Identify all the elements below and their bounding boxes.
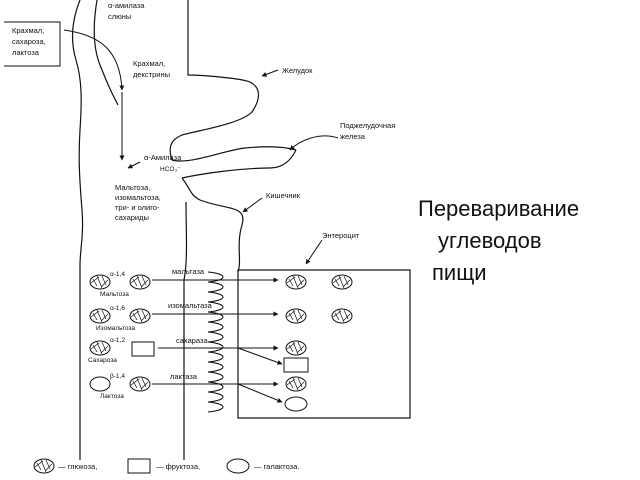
intestine-wall: [181, 177, 244, 273]
legend-fructose-icon: [127, 458, 151, 474]
maltose-bond: α-1,4: [110, 271, 125, 278]
legend-fructose: — фруктоза,: [156, 462, 200, 471]
enterocyte-pointer: [305, 239, 323, 265]
input-brace: [4, 21, 61, 67]
products-line-3: три- и олиго-: [115, 203, 160, 212]
salivary-amylase-line-2: слюны: [108, 12, 131, 21]
maltose-name: Мальтоза: [100, 291, 129, 298]
legend: — глюкоза, — фруктоза, — галактоза.: [33, 458, 299, 474]
legend-glucose: — глюкоза,: [58, 462, 97, 471]
pancreatic-amylase: α-Амилаза: [144, 153, 182, 162]
lactose-row: β-1,4 Лактоза лактаза: [89, 372, 308, 412]
isomaltose-row: α-1,6 Изомальтоза изомальтаза: [89, 301, 353, 332]
starch-line-2: декстрины: [133, 70, 170, 79]
sucrose-name: Сахароза: [88, 357, 117, 364]
isomaltose-name: Изомальтоза: [96, 325, 135, 332]
intestine-label: Кишечник: [266, 191, 301, 200]
input-box: Крахмал, сахароза, лактоза: [4, 21, 61, 67]
pancreas-line-2: железа: [340, 132, 366, 141]
isomaltose-bond: α-1,6: [110, 305, 125, 312]
sucrose-bond: α-1,2: [110, 337, 125, 344]
starch-line-1: Крахмал,: [133, 59, 165, 68]
legend-glucose-icon: [33, 458, 55, 474]
lactose-name: Лактоза: [100, 393, 124, 400]
legend-galactose: — галактоза.: [254, 462, 299, 471]
products-line-2: изомальтоза,: [115, 193, 161, 202]
sucrose-fructose: [131, 341, 155, 357]
sucrase-arrow-fructose: [237, 347, 283, 365]
pancreas-pointer: [289, 135, 339, 151]
intestine-lower-wall: [183, 201, 188, 460]
enterocyte-box: [237, 269, 411, 419]
pancreas-wall: [171, 146, 297, 179]
tract-right-wall: [93, 0, 119, 106]
brush-border: [207, 271, 224, 413]
arrow-to-products: [127, 161, 141, 169]
lactose-galactose: [89, 376, 111, 392]
arrow-input: [63, 29, 125, 91]
input-box-line-3: лактоза: [12, 48, 40, 57]
salivary-amylase-line-1: α-амилаза: [108, 1, 145, 10]
digestive-tract: [71, 0, 297, 460]
title-line-2: углеводов: [438, 228, 542, 253]
isomaltase-label: изомальтаза: [168, 301, 213, 310]
maltase-label: мальтаза: [172, 267, 205, 276]
lactose-bond: β-1,4: [110, 373, 125, 380]
products-line-1: Мальтоза,: [115, 183, 150, 192]
lactase-arrow-galactose: [237, 383, 283, 403]
input-box-line-2: сахароза,: [12, 37, 46, 46]
stomach-wall: [169, 0, 260, 161]
product-fructose: [283, 357, 309, 373]
sucrose-row: α-1,2 Сахароза сахараза: [88, 336, 309, 373]
tract-left-wall: [71, 0, 84, 460]
input-box-line-1: Крахмал,: [12, 26, 44, 35]
stomach-label: Желудок: [282, 66, 313, 75]
lactase-label: лактаза: [170, 372, 198, 381]
product-galactose: [284, 396, 308, 412]
enterocyte-label: Энтероцит: [322, 231, 360, 240]
sucrase-label: сахараза: [176, 336, 208, 345]
legend-galactose-icon: [226, 458, 250, 474]
flow-arrows: [63, 29, 141, 169]
intestine-pointer: [242, 197, 263, 213]
title-line-1: Переваривание: [418, 196, 580, 221]
products-line-4: сахариды: [115, 213, 149, 222]
stomach-pointer: [261, 69, 279, 77]
pancreas-line-1: Поджелудочная: [340, 121, 395, 130]
maltose-row: α-1,4 Мальтоза мальтаза: [89, 267, 353, 298]
title-line-3: пищи: [432, 260, 487, 285]
bicarbonate: HCO₃⁻: [160, 166, 181, 173]
